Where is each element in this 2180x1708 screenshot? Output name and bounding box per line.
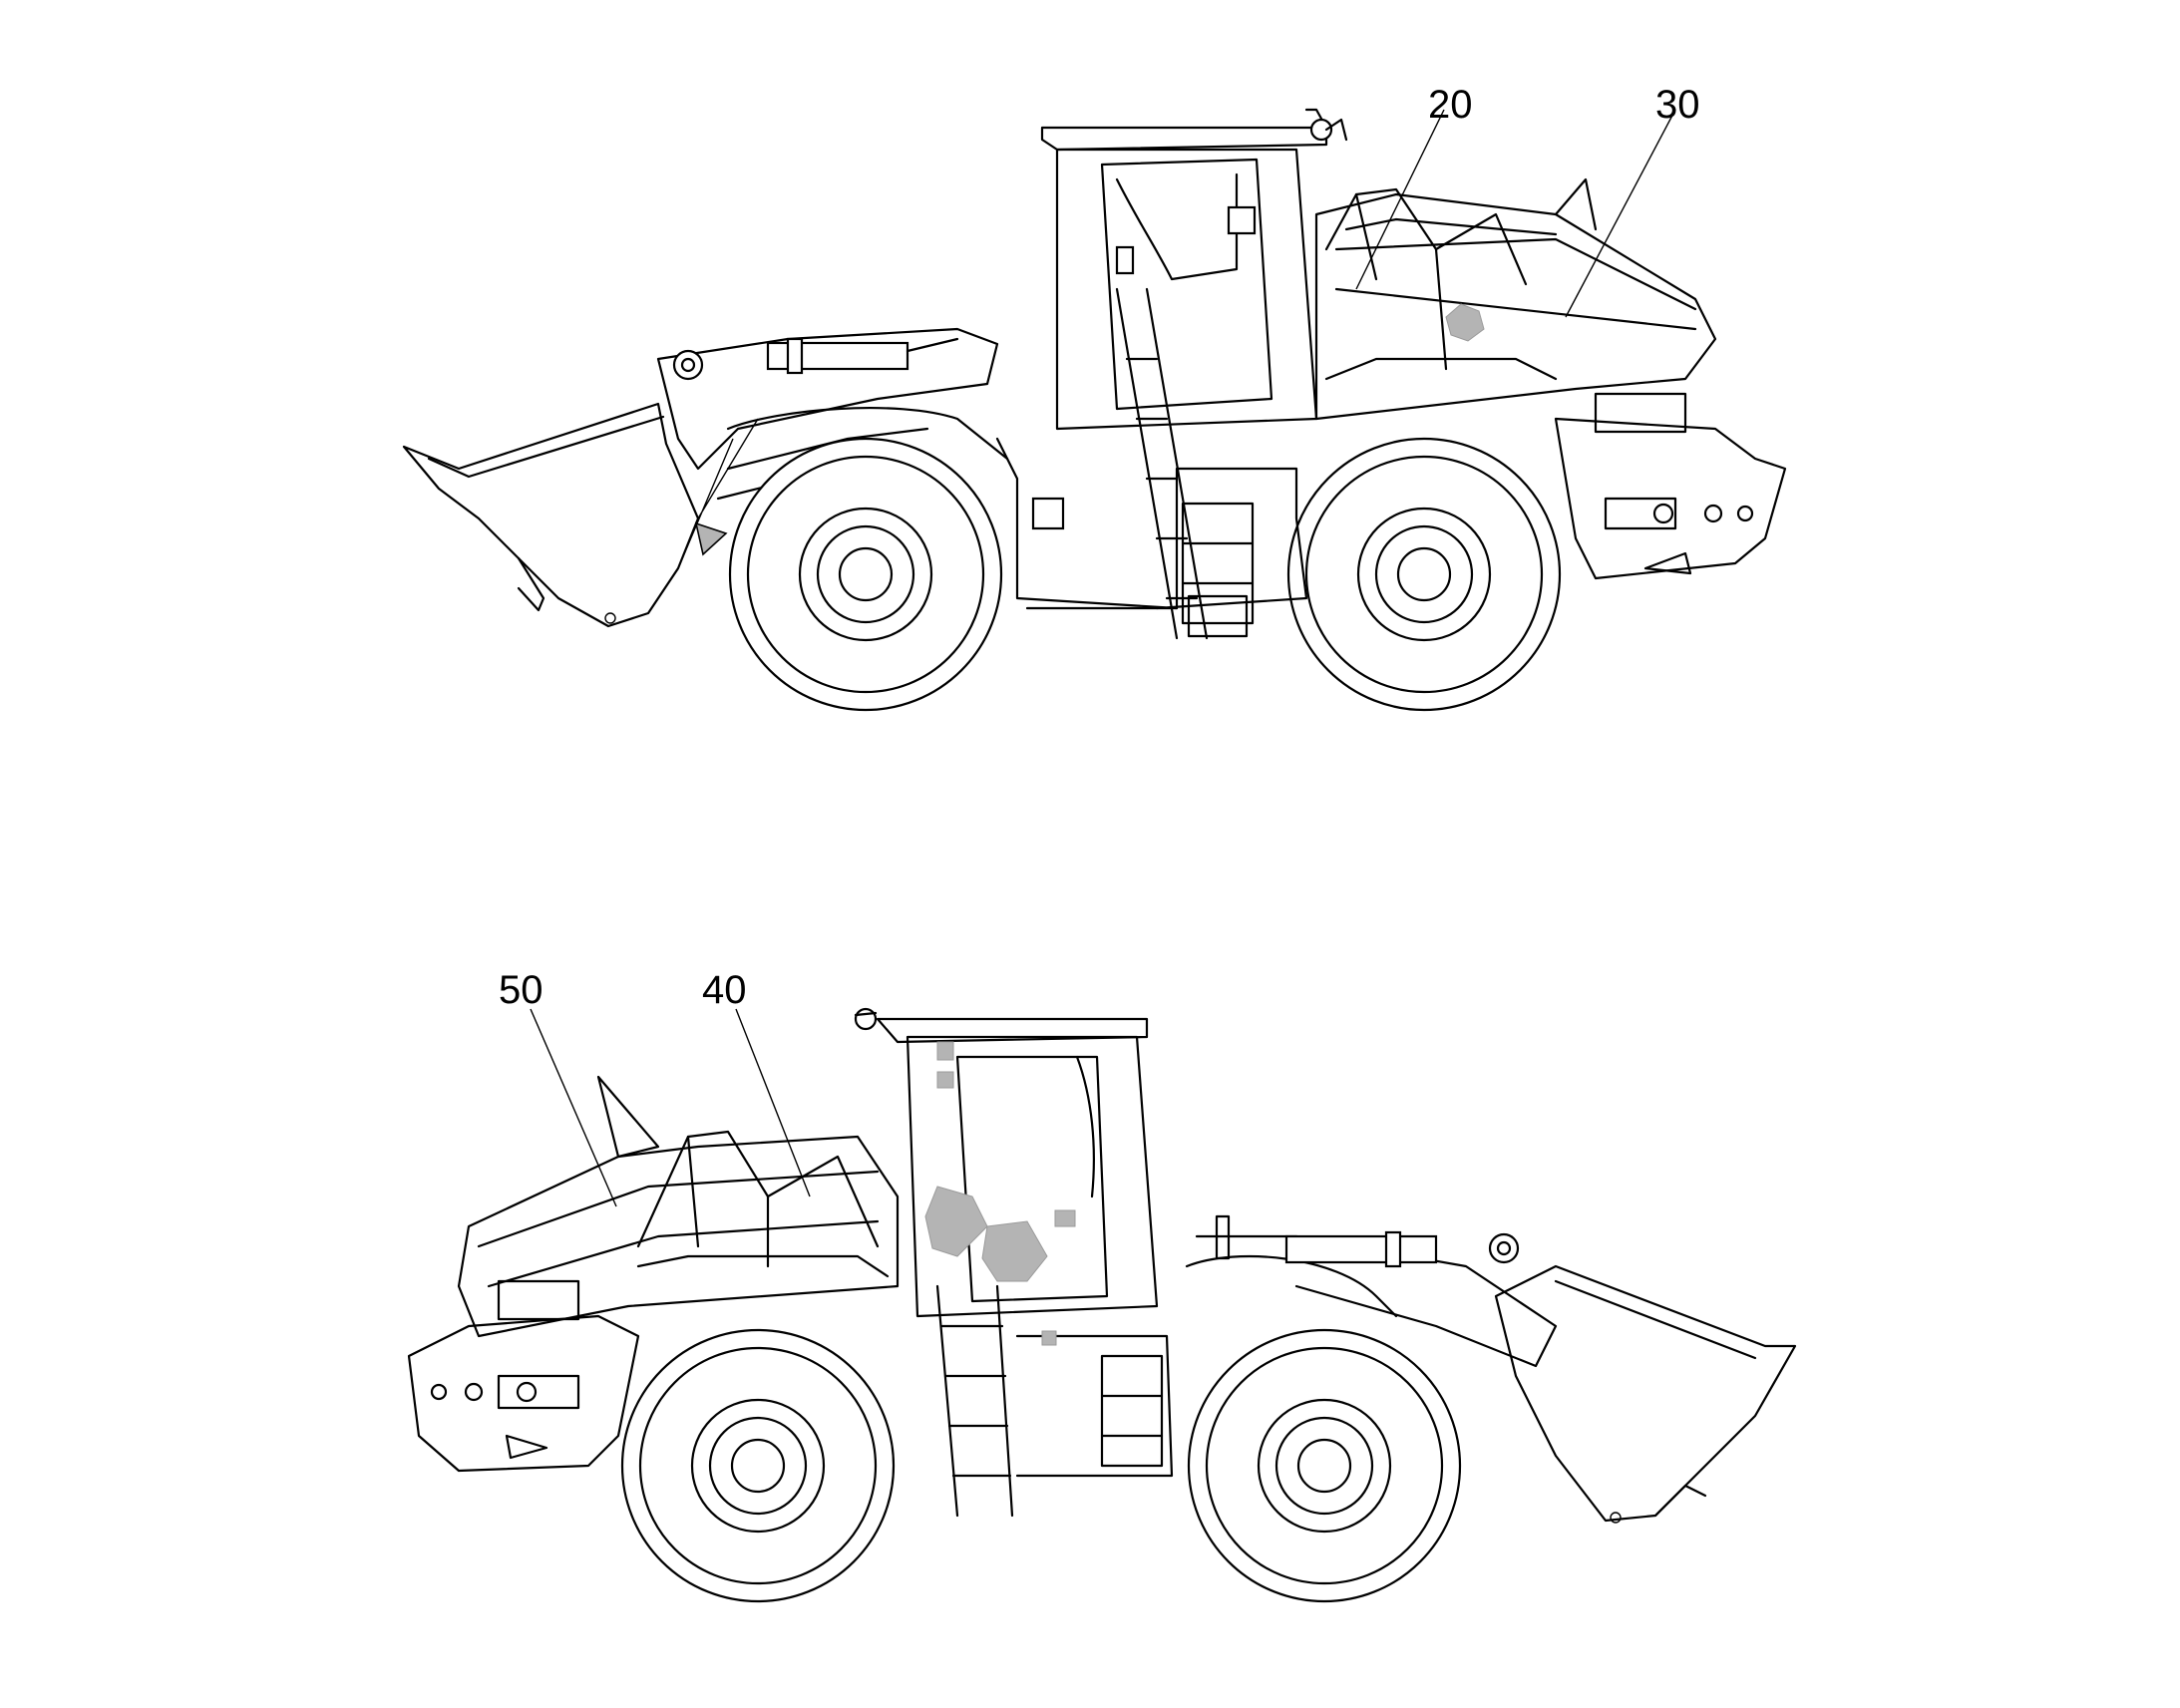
front-wheel — [728, 437, 1003, 712]
decal-cab-door — [1115, 245, 1135, 275]
leader-line-20 — [1355, 109, 1445, 290]
access-ladder — [1115, 287, 1209, 640]
front-bucket-right-view — [1494, 1264, 1797, 1524]
leader-lines-top — [1355, 109, 1676, 318]
hood-handrails — [1324, 187, 1558, 381]
decal-cab-upper — [936, 1041, 954, 1061]
front-fender — [726, 407, 1009, 461]
callout-50: 50 — [499, 968, 544, 1012]
decal-engine-hood-20 — [1445, 303, 1485, 342]
leader-lines-bottom — [530, 1008, 811, 1207]
access-ladder-right-view — [935, 1284, 1014, 1518]
rear-wheel-right-view — [620, 1328, 896, 1603]
lift-arm-right-view — [1185, 1214, 1558, 1368]
loader-left-side-view — [402, 108, 1787, 712]
decal-engine-hood-40a — [924, 1186, 988, 1257]
decal-cab-side — [1054, 1209, 1076, 1227]
rear-counterweight-right-view — [407, 1314, 640, 1473]
rear-wheel — [1286, 437, 1562, 712]
decal-frame-square — [1031, 497, 1065, 530]
decal-bucket-triangle — [694, 521, 728, 556]
hood-handrails-right-view — [636, 1130, 890, 1278]
decal-frame-small — [1041, 1330, 1057, 1346]
decal-engine-hood-40b — [981, 1220, 1048, 1282]
lift-arm — [656, 327, 999, 556]
decal-cab-window — [1227, 205, 1257, 235]
leader-line-30 — [1565, 109, 1676, 318]
operator-cab-right-view — [854, 1007, 1159, 1318]
operator-cab — [1040, 108, 1348, 431]
callout-20: 20 — [1428, 83, 1473, 127]
callout-40: 40 — [702, 968, 747, 1012]
leader-line-40 — [735, 1008, 811, 1197]
loader-right-side-view — [407, 1007, 1797, 1603]
front-wheel-right-view — [1187, 1328, 1462, 1603]
leader-line-50 — [530, 1008, 617, 1207]
callout-30: 30 — [1655, 83, 1700, 127]
decal-cab-lower — [936, 1071, 954, 1089]
chassis-frame-right-view — [1015, 1330, 1174, 1478]
engine-hood — [1314, 177, 1717, 434]
rear-counterweight — [1554, 417, 1787, 580]
engine-hood-right-view — [457, 1075, 900, 1338]
chassis-frame — [995, 437, 1308, 638]
front-bucket — [402, 402, 759, 628]
